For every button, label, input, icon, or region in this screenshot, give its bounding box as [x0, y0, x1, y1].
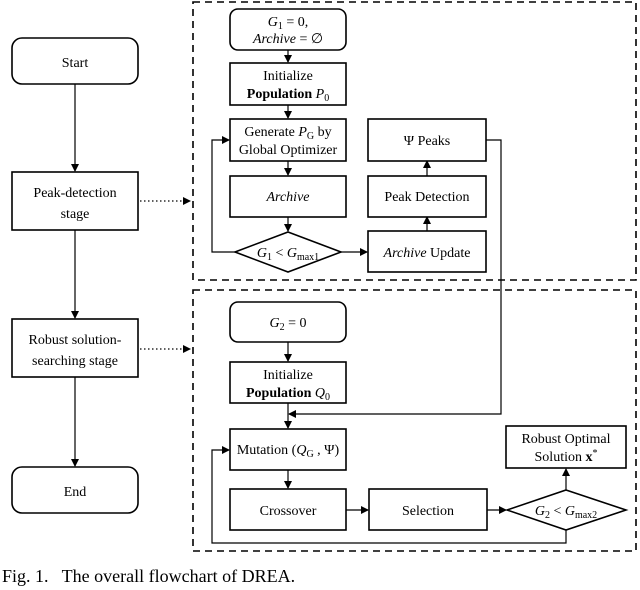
- archive-update-label: Archive Update: [383, 246, 471, 261]
- peak-stage-label-2: stage: [61, 207, 90, 222]
- archive-update-node: [367, 230, 487, 273]
- crossover-node: [229, 488, 347, 531]
- peak-detection-node: [367, 175, 487, 218]
- selection-label: Selection: [402, 504, 454, 519]
- end-label: End: [64, 485, 87, 500]
- g1-condition-label: G1 < Gmax1: [257, 246, 319, 263]
- g1-condition-diamond: [232, 231, 344, 273]
- robust-optimal-label-2: Solution x*: [535, 448, 598, 465]
- generate-label-1: Generate PG by: [244, 125, 331, 142]
- archive-label: Archive: [265, 190, 309, 205]
- initialize-label: Initialize: [263, 69, 313, 84]
- init-g1-label: G1 = 0,: [268, 15, 309, 32]
- robust-stage-container: [192, 289, 637, 552]
- robust-stage-label-1: Robust solution-: [29, 333, 122, 348]
- population-q0-label: Population Q0: [246, 386, 330, 403]
- mutation-node: [229, 428, 347, 471]
- start-label: Start: [62, 56, 89, 71]
- population-p0-label: Population P0: [247, 87, 329, 104]
- initialize-population-p0: [229, 62, 347, 106]
- flowchart: Start Peak-detection stage Robust soluti…: [11, 1, 637, 552]
- mutation-label: Mutation (QG , Ψ): [237, 443, 340, 460]
- selection-node: [368, 488, 488, 531]
- psi-peaks-label: Ψ Peaks: [404, 134, 451, 149]
- g2-condition-label: G2 < Gmax2: [535, 504, 597, 521]
- robust-optimal-label-1: Robust Optimal: [521, 432, 610, 447]
- generate-label-2: Global Optimizer: [239, 143, 338, 158]
- peak-stage-label-1: Peak-detection: [33, 186, 116, 201]
- psi-peaks-node: [367, 118, 487, 162]
- init-archive-label: Archive = ∅: [252, 32, 323, 47]
- robust-optimal-solution-node: [505, 425, 627, 469]
- robust-searching-stage-box: [11, 318, 139, 378]
- init-g2-label: G2 = 0: [269, 316, 306, 333]
- robust-stage-label-2: searching stage: [32, 354, 118, 369]
- peak-detection-stage-box: [11, 171, 139, 231]
- figure-caption: Fig. 1. The overall flowchart of DREA.: [2, 566, 296, 586]
- peak-detection-label: Peak Detection: [384, 190, 469, 205]
- crossover-label: Crossover: [260, 504, 317, 519]
- peak-stage-container: [192, 1, 637, 281]
- archive-node: [229, 175, 347, 218]
- initialize-q-label: Initialize: [263, 368, 313, 383]
- end-node: [11, 466, 139, 514]
